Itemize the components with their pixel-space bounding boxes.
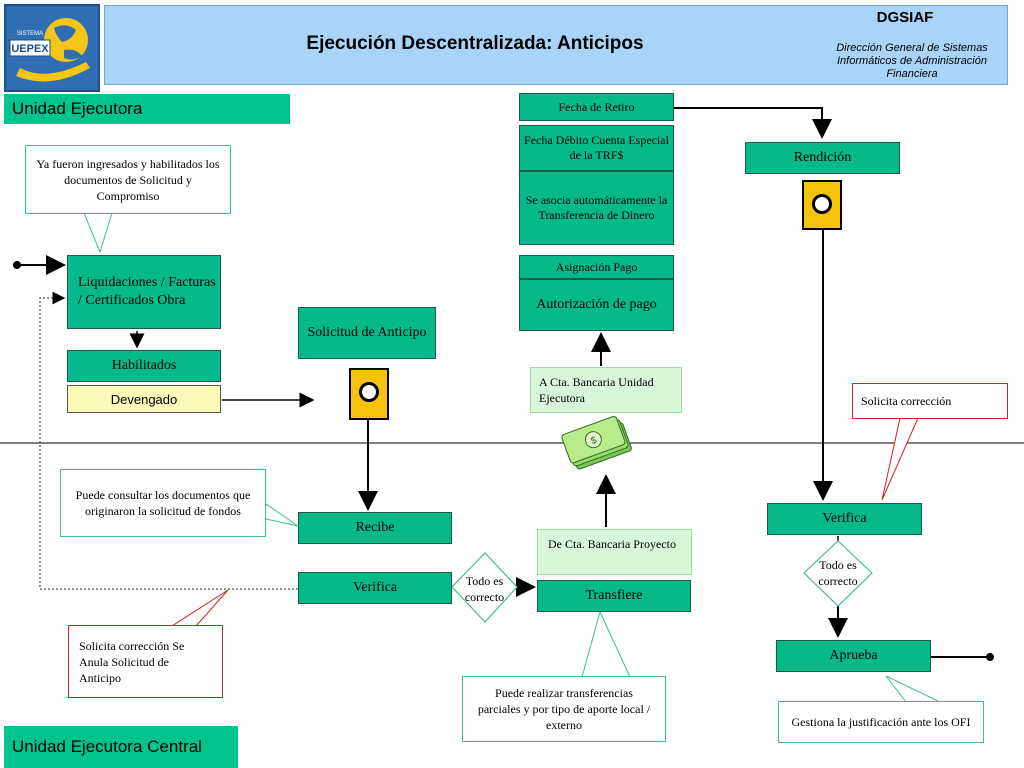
solicitud-anticipo-box[interactable]: Solicitud de Anticipo [298, 307, 436, 359]
end-dot [986, 653, 994, 661]
asocia-transferencia-box[interactable]: Se asocia automáticamente la Transferenc… [519, 171, 674, 245]
globe-hand-icon: SISTEMA UEPEX [9, 18, 90, 82]
page-title: Ejecución Descentralizada: Anticipos [306, 33, 644, 54]
autorizacion-pago-box[interactable]: Autorización de pago [519, 279, 674, 331]
decision-label-2: Todo es correcto [818, 558, 858, 588]
hourglass-icon [349, 368, 389, 420]
cta-unidad-ejecutora: A Cta. Bancaria Unidad Ejecutora [530, 367, 682, 413]
rendicion-box[interactable]: Rendición [745, 142, 900, 174]
note-puede-realizar: Puede realizar transferencias parciales … [462, 676, 666, 742]
fecha-debito-box[interactable]: Fecha Débito Cuenta Especial de la TRF$ [519, 125, 674, 171]
transfiere-box[interactable]: Transfiere [537, 580, 691, 612]
habilitados-box[interactable]: Habilitados [67, 350, 221, 382]
recibe-box[interactable]: Recibe [298, 512, 452, 544]
logo-text: UEPEX [11, 43, 49, 55]
logo-subtext: SISTEMA [17, 31, 43, 37]
note-ya-fueron: Ya fueron ingresados y habilitados los d… [25, 145, 231, 214]
cta-proyecto: De Cta. Bancaria Proyecto [537, 529, 692, 575]
lane-unidad-ejecutora: Unidad Ejecutora [4, 94, 290, 124]
note-puede-consultar: Puede consultar los documentos que origi… [60, 469, 266, 537]
svg-text:$: $ [589, 435, 598, 447]
liquidaciones-box[interactable]: Liquidaciones / Facturas / Certificados … [67, 255, 221, 329]
note-solicita-correccion: Solicita corrección [852, 383, 1008, 419]
decision-diamond-1 [451, 552, 518, 623]
aprueba-box[interactable]: Aprueba [776, 640, 931, 672]
header-banner [104, 5, 1008, 85]
hourglass-icon [802, 180, 842, 230]
verifica-right-box[interactable]: Verifica [767, 503, 922, 535]
decision-label-1: Todo es correcto [464, 574, 505, 604]
verifica-central-box[interactable]: Verifica [298, 572, 452, 604]
org-full-name: Dirección General de Sistemas Informátic… [836, 42, 988, 80]
note-gestiona: Gestiona la justificación ante los OFI [778, 701, 984, 743]
asignacion-pago-box[interactable]: Asignación Pago [519, 255, 674, 279]
note-solicita-correccion-anula: Solicita corrección Se Anula Solicitud d… [68, 625, 223, 698]
lane-unidad-ejecutora-central: Unidad Ejecutora Central [4, 726, 238, 768]
org-name: DGSIAF [876, 9, 934, 26]
fecha-retiro-box[interactable]: Fecha de Retiro [519, 93, 674, 121]
logo: SISTEMA UEPEX [4, 4, 100, 92]
decision-diamond-2 [803, 540, 873, 607]
money-icon: $ [561, 415, 632, 470]
devengado-box[interactable]: Devengado [67, 385, 221, 413]
